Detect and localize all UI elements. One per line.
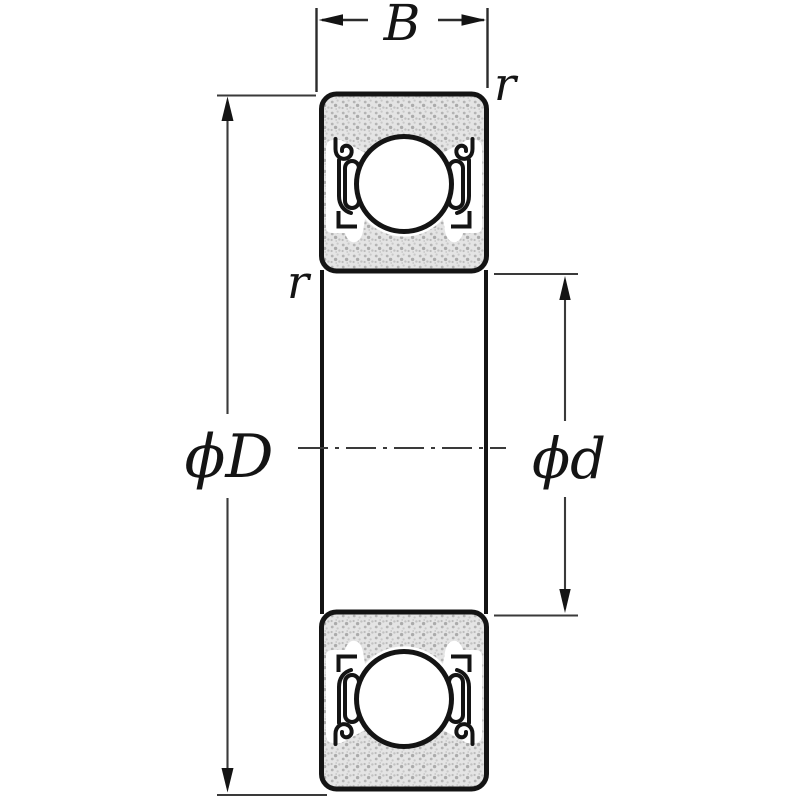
label-width-b: B [383, 0, 421, 52]
d-arrowhead-up-icon [221, 96, 234, 121]
bearing-cross-section-bottom [322, 612, 487, 789]
dimension-outer-diameter [217, 94, 327, 797]
bore-arrowhead-up-icon [559, 276, 571, 300]
label-bore-diameter: ϕd [532, 427, 606, 492]
bearing-cross-section-top [322, 94, 487, 271]
label-chamfer-inner-r: r [287, 255, 312, 309]
d-arrowhead-down-icon [221, 768, 234, 793]
label-chamfer-outer-r: r [494, 57, 519, 111]
label-outer-diameter: ϕD [184, 422, 273, 492]
b-arrowhead-left-icon [318, 14, 343, 26]
bore-arrowhead-down-icon [559, 589, 571, 613]
b-arrowhead-right-icon [461, 14, 486, 26]
